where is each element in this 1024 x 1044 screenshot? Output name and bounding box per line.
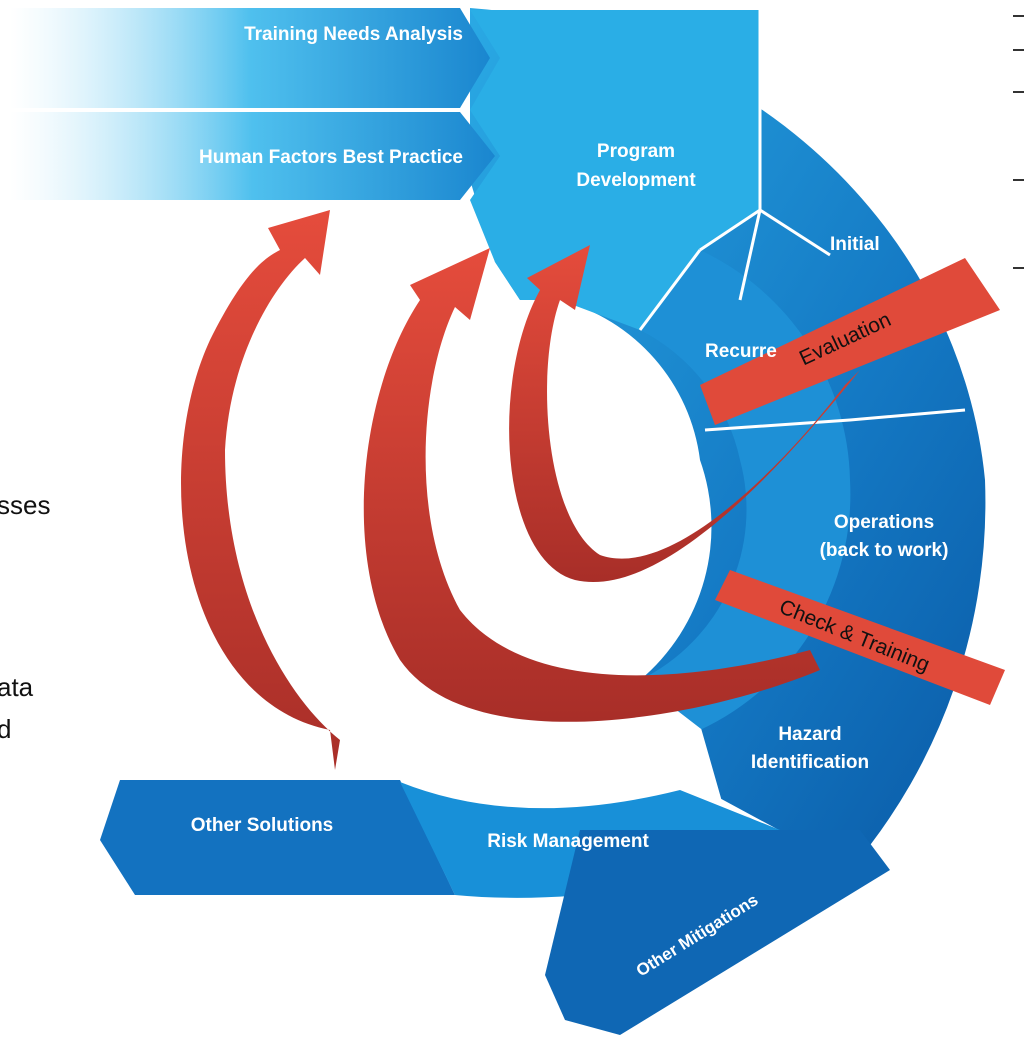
banner-other-solutions [100, 780, 455, 895]
right-edge-dashes [1013, 15, 1024, 269]
label-training-needs: Training Needs Analysis [244, 24, 463, 45]
banner-human-factors [10, 112, 495, 200]
red-arrow-inner [509, 245, 860, 583]
red-arrow-middle [363, 248, 820, 722]
banner-other-mitigations [545, 830, 890, 1035]
label-operations-1: Operations [834, 512, 934, 533]
label-initial: Initial [830, 234, 880, 255]
segment-program-development [470, 10, 760, 330]
side-text-sses: sses [0, 490, 50, 520]
label-program-development-2: Development [576, 170, 696, 191]
label-program-development-1: Program [597, 141, 675, 162]
label-other-solutions: Other Solutions [191, 815, 334, 836]
label-hazard-2: Identification [751, 752, 869, 773]
banner-check-training [715, 570, 1005, 705]
label-hazard-1: Hazard [778, 724, 841, 745]
banner-training-needs [10, 8, 490, 108]
label-human-error-1: Human Erro [476, 722, 585, 743]
label-human-factors: Human Factors Best Practice [199, 147, 463, 168]
label-operations-2: (back to work) [820, 540, 949, 561]
red-arrow-outer [181, 210, 340, 770]
side-text-d: d [0, 714, 11, 744]
banner-evaluation [700, 258, 1000, 425]
label-recurrent: Recurre [705, 341, 777, 362]
label-risk-management: Risk Management [487, 831, 649, 852]
label-human-error-2: Related Mitigations [448, 752, 622, 773]
side-text-ata: ata [0, 672, 34, 702]
